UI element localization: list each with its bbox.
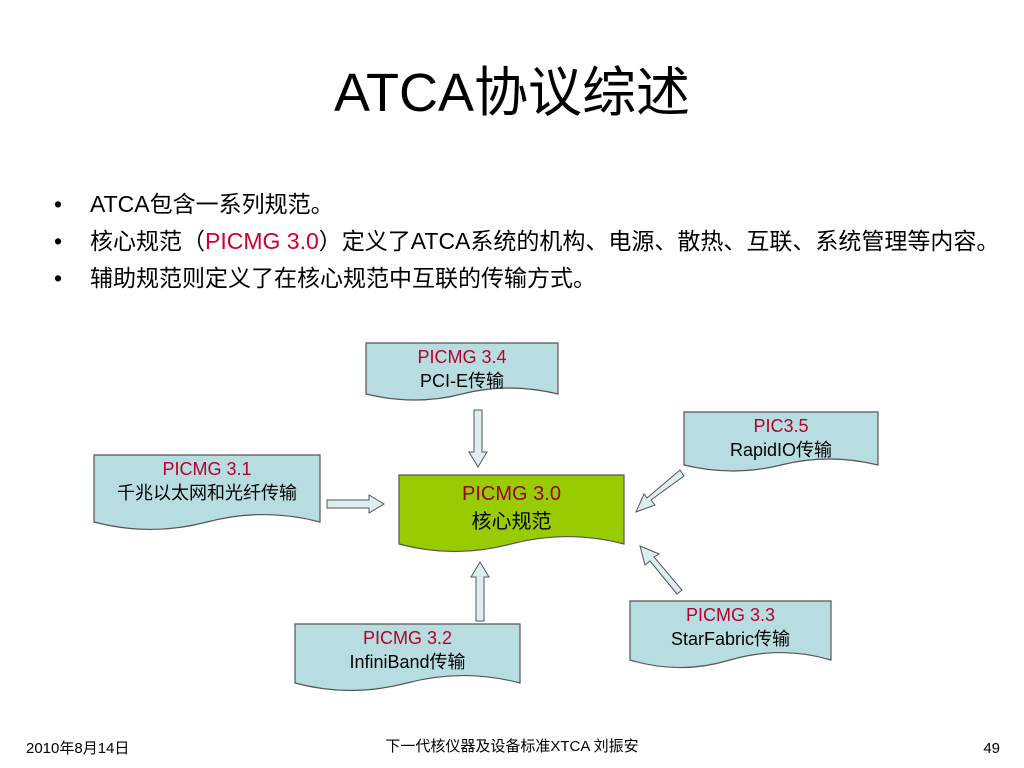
bullet-dot-icon: • (54, 191, 63, 217)
bullet-dot-icon: • (54, 265, 63, 291)
spec-box-picmg-3-0: PICMG 3.0 核心规范 (398, 474, 625, 558)
page-number: 49 (983, 740, 1000, 757)
spec-box-label: PICMG 3.2 (362, 628, 453, 648)
document-shape (398, 474, 625, 553)
bullet-item: • 辅助规范则定义了在核心规范中互联的传输方式。 (52, 264, 1002, 292)
spec-box-desc: 核心规范 (471, 511, 552, 533)
spec-box-desc: RapidIO传输 (729, 440, 833, 460)
spec-box-desc: InfiniBand传输 (349, 652, 466, 672)
spec-box-picmg-3-2: PICMG 3.2 InfiniBand传输 (294, 623, 521, 695)
spec-box-label: PICMG 3.4 (417, 347, 507, 367)
document-shape (93, 454, 321, 531)
arrow-up-left-icon (639, 545, 683, 595)
footer-center-text: 下一代核仪器及设备标准XTCA 刘振安 (385, 738, 639, 755)
bullet-text: 核心规范（ (90, 228, 205, 254)
spec-box-label: PICMG 3.0 (462, 483, 561, 505)
spec-box-picmg-3-4: PICMG 3.4 PCI-E传输 (365, 342, 559, 404)
arrow-up-icon (470, 561, 490, 622)
bullet-text-tail: ）定义了ATCA系统的机构、电源、散热、互联、系统管理等内容。 (318, 228, 1000, 254)
bullet-highlight: PICMG 3.0 (205, 228, 319, 254)
document-shape (294, 623, 521, 692)
spec-box-label: PICMG 3.1 (162, 459, 252, 479)
bullet-dot-icon: • (54, 228, 63, 254)
bullet-item: • 核心规范（PICMG 3.0）定义了ATCA系统的机构、电源、散热、互联、系… (52, 227, 1002, 255)
spec-box-desc: 千兆以太网和光纤传输 (117, 483, 297, 503)
spec-box-picmg-3-1: PICMG 3.1 千兆以太网和光纤传输 (93, 454, 321, 534)
slide-title: ATCA协议综述 (333, 63, 690, 123)
bullet-text: ATCA包含一系列规范。 (90, 191, 334, 217)
spec-box-pic-3-5: PIC3.5 RapidIO传输 (683, 411, 879, 475)
spec-box-desc: StarFabric传输 (670, 629, 791, 649)
document-shape (365, 342, 559, 401)
spec-box-picmg-3-3: PICMG 3.3 StarFabric传输 (629, 600, 832, 672)
bullet-item: • ATCA包含一系列规范。 (52, 190, 1002, 218)
document-shape (629, 600, 832, 669)
arrow-down-icon (468, 409, 488, 468)
spec-box-label: PICMG 3.3 (685, 605, 776, 625)
spec-box-desc: PCI-E传输 (419, 371, 504, 391)
bullet-list: • ATCA包含一系列规范。 • 核心规范（PICMG 3.0）定义了ATCA系… (52, 190, 1002, 301)
arrow-down-left-icon (635, 469, 685, 513)
footer-date: 2010年8月14日 (26, 740, 130, 757)
document-shape (683, 411, 879, 472)
spec-box-label: PIC3.5 (753, 416, 809, 436)
arrow-right-icon (326, 494, 385, 514)
bullet-text: 辅助规范则定义了在核心规范中互联的传输方式。 (90, 265, 596, 291)
